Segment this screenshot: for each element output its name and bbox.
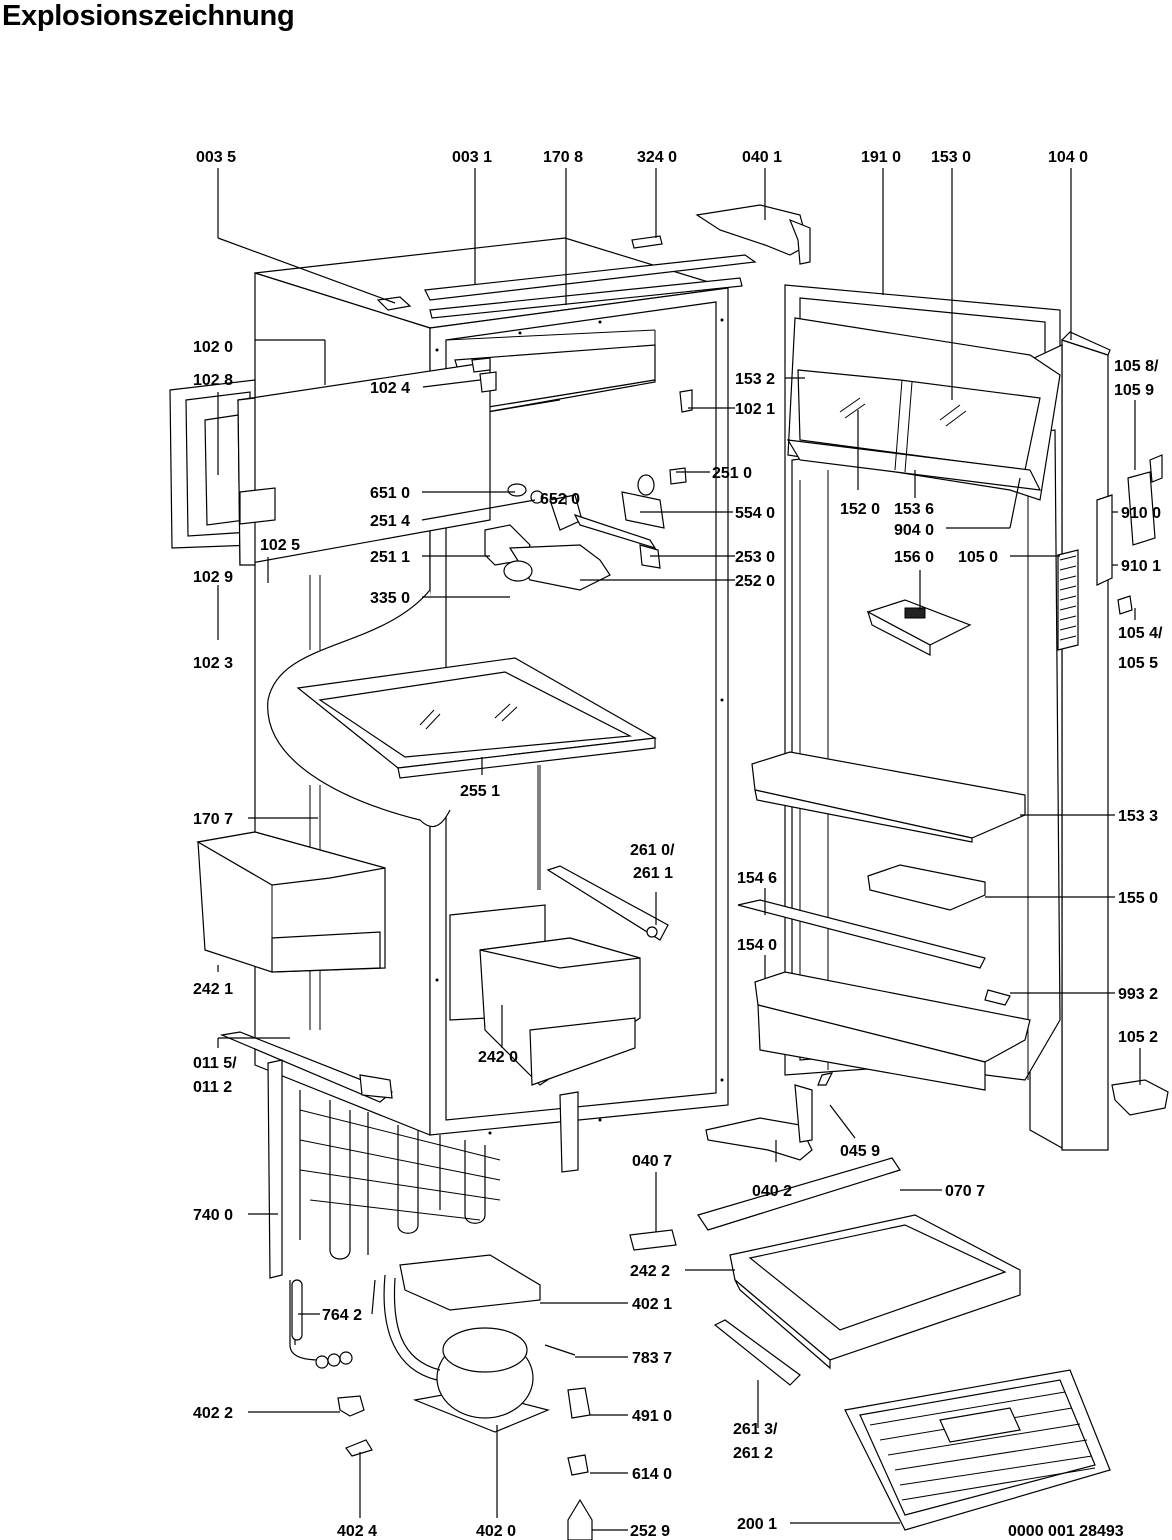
- callout-651-0: 651 0: [370, 485, 410, 502]
- callout-252-0: 252 0: [735, 573, 775, 590]
- callout-153-0: 153 0: [931, 149, 971, 166]
- callout-040-2: 040 2: [752, 1183, 792, 1200]
- callout-102-0: 102 0: [193, 339, 233, 356]
- callout-261-1: 261 1: [633, 865, 673, 882]
- callout-242-1: 242 1: [193, 981, 233, 998]
- callout-170-8: 170 8: [543, 149, 583, 166]
- callout-191-0: 191 0: [861, 149, 901, 166]
- callout-402-1: 402 1: [632, 1296, 672, 1313]
- callout-102-4: 102 4: [370, 380, 410, 397]
- callout-105-2: 105 2: [1118, 1029, 1158, 1046]
- left-crisper-drawer: [196, 831, 386, 973]
- callout-102-1: 102 1: [735, 401, 775, 418]
- callout-154-0: 154 0: [737, 937, 777, 954]
- callout-910-0: 910 0: [1121, 505, 1161, 522]
- callout-251-1: 251 1: [370, 549, 410, 566]
- callout-153-6: 153 6: [894, 501, 934, 518]
- callout-105-0: 105 0: [958, 549, 998, 566]
- leader-lines: [217, 168, 1141, 1531]
- callout-105-5: 105 5: [1118, 655, 1158, 672]
- callout-261-3: 261 3/: [733, 1421, 778, 1438]
- document-number: 0000 001 28493: [1008, 1523, 1124, 1540]
- center-drawer: [479, 937, 641, 1086]
- callout-910-1: 910 1: [1121, 558, 1161, 575]
- callout-070-7: 070 7: [945, 1183, 985, 1200]
- callout-252-9: 252 9: [630, 1523, 670, 1540]
- callout-153-3: 153 3: [1118, 808, 1158, 825]
- lower-hinge-right: [1111, 1079, 1169, 1116]
- egg-tray: [866, 599, 972, 656]
- callout-652-0: 652 0: [540, 491, 580, 508]
- callout-783-7: 783 7: [632, 1350, 672, 1367]
- callout-105-4: 105 4/: [1118, 625, 1163, 642]
- callout-156-0: 156 0: [894, 549, 934, 566]
- callout-402-2: 402 2: [193, 1405, 233, 1422]
- callout-102-3: 102 3: [193, 655, 233, 672]
- compressor: [337, 1229, 677, 1540]
- callout-102-8: 102 8: [193, 372, 233, 389]
- callout-491-0: 491 0: [632, 1408, 672, 1425]
- callout-152-0: 152 0: [840, 501, 880, 518]
- callout-045-9: 045 9: [840, 1143, 880, 1160]
- callout-242-2: 242 2: [630, 1263, 670, 1280]
- callout-011-5: 011 5/: [193, 1055, 237, 1072]
- callout-102-5: 102 5: [260, 537, 300, 554]
- door-shelves: [737, 751, 1031, 1091]
- callout-105-8: 105 8/: [1114, 358, 1159, 375]
- callout-261-2: 261 2: [733, 1445, 773, 1462]
- bottom-grille: [844, 1369, 1111, 1531]
- side-hinge-parts: [1096, 454, 1163, 615]
- callout-242-0: 242 0: [478, 1049, 518, 1066]
- callout-154-6: 154 6: [737, 870, 777, 887]
- callout-153-2: 153 2: [735, 371, 775, 388]
- condenser: [267, 1059, 579, 1369]
- callout-102-9: 102 9: [193, 569, 233, 586]
- callout-614-0: 614 0: [632, 1466, 672, 1483]
- callout-labels: 003 5 003 1 170 8 324 0 040 1 191 0 153 …: [193, 149, 1163, 1540]
- callout-170-7: 170 7: [193, 811, 233, 828]
- drawer-rail-upper: [546, 865, 669, 941]
- callout-040-7: 040 7: [632, 1153, 672, 1170]
- callout-335-0: 335 0: [370, 590, 410, 607]
- callout-904-0: 904 0: [894, 522, 934, 539]
- butter-compartment: [786, 317, 1061, 501]
- evaporator-panel: [169, 357, 491, 566]
- controls-assembly: [479, 371, 693, 591]
- callout-764-2: 764 2: [322, 1307, 362, 1324]
- callout-104-0: 104 0: [1048, 149, 1088, 166]
- callout-003-1: 003 1: [452, 149, 492, 166]
- callout-251-4: 251 4: [370, 513, 410, 530]
- callout-200-1: 200 1: [737, 1516, 777, 1533]
- top-trim-strips: [376, 235, 757, 319]
- top-hinge: [695, 204, 811, 265]
- bottom-rail: [219, 1031, 394, 1103]
- door-handle: [1057, 549, 1079, 651]
- callout-155-0: 155 0: [1118, 890, 1158, 907]
- callout-255-1: 255 1: [460, 783, 500, 800]
- callout-251-0: 251 0: [712, 465, 752, 482]
- callout-402-4: 402 4: [337, 1523, 377, 1540]
- callout-554-0: 554 0: [735, 505, 775, 522]
- callout-011-2: 011 2: [193, 1079, 232, 1096]
- callout-402-0: 402 0: [476, 1523, 516, 1540]
- callout-003-5: 003 5: [196, 149, 236, 166]
- callout-261-0: 261 0/: [630, 842, 675, 859]
- bottom-drawer-assembly: [697, 1157, 1021, 1386]
- bottom-hinge: [705, 1072, 834, 1161]
- callout-253-0: 253 0: [735, 549, 775, 566]
- callout-105-9: 105 9: [1114, 382, 1154, 399]
- callout-993-2: 993 2: [1118, 986, 1158, 1003]
- page-title: Explosionszeichnung: [2, 0, 295, 32]
- callout-040-1: 040 1: [742, 149, 782, 166]
- callout-740-0: 740 0: [193, 1207, 233, 1224]
- callout-324-0: 324 0: [637, 149, 677, 166]
- glass-shelf: [296, 657, 657, 779]
